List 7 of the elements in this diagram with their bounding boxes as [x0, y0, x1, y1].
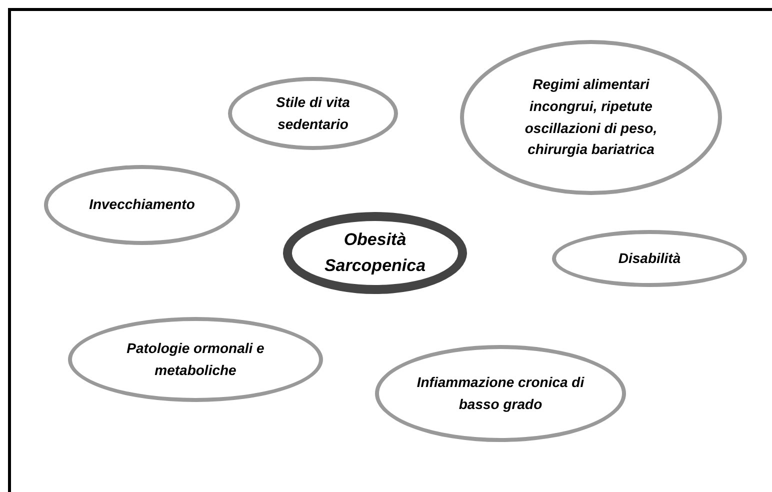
node-label: Stile di vita sedentario: [275, 92, 351, 134]
node-label: Patologie ormonali e metaboliche: [126, 338, 266, 380]
node-label: Regimi alimentari incongrui, ripetute oscillazioni di peso, chirurgia bariatrica: [524, 75, 658, 160]
node-label: Invecchiamento: [89, 195, 195, 214]
node-label: Infiammazione cronica di basso grado: [416, 372, 586, 414]
node-label: Disabilità: [618, 248, 681, 268]
node-label: Obesità Sarcopenica: [323, 228, 427, 277]
